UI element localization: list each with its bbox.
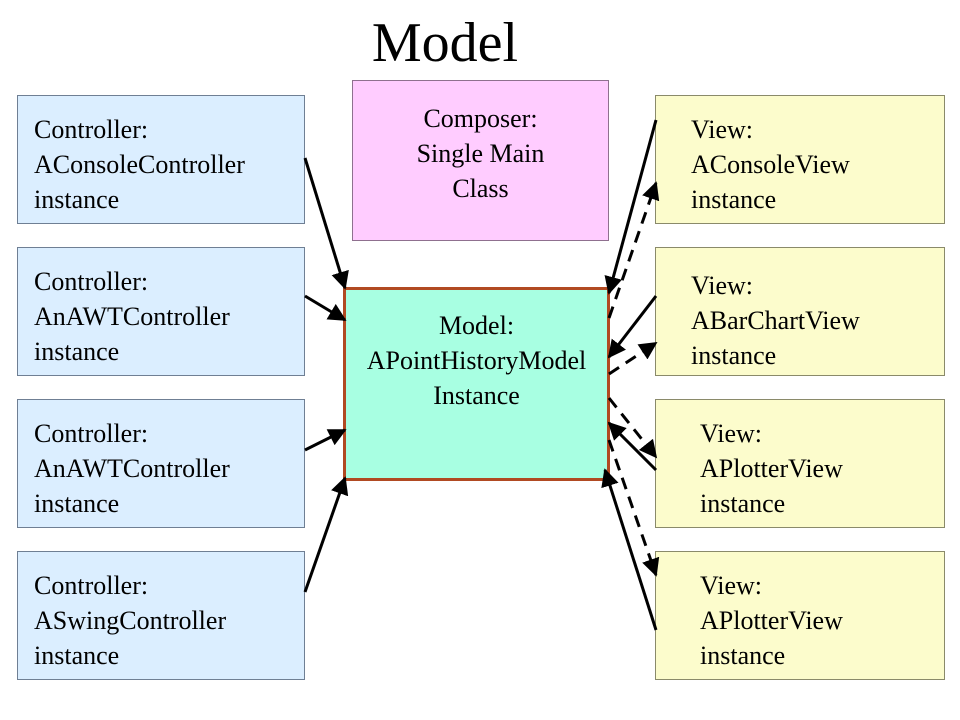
- controller-label-line-1: Controller:: [34, 419, 149, 448]
- view-label-line-1: View:: [691, 115, 753, 144]
- controller-to-model-arrow: [304, 428, 347, 452]
- controller-label-line-2: AnAWTController: [34, 302, 230, 331]
- controller-label-line-1: Controller:: [34, 571, 149, 600]
- controller-label-line-1: Controller:: [34, 267, 149, 296]
- diagram-title: Model: [371, 12, 519, 74]
- model-label-line-2: APointHistoryModel: [366, 346, 587, 375]
- controller-label-line-3: instance: [34, 185, 120, 214]
- model-to-view-notify-arrow: [607, 181, 660, 319]
- view-label-line-2: ABarChartView: [691, 306, 860, 335]
- controller-label-line-3: instance: [34, 489, 120, 518]
- composer-label-line-2: Single Main: [416, 139, 545, 168]
- model-label-line-3: Instance: [433, 381, 520, 410]
- controller-label-line-2: AnAWTController: [34, 454, 230, 483]
- controller-label-line-2: ASwingController: [34, 606, 227, 635]
- view-box-barchart: View: ABarChartView instance: [655, 247, 945, 376]
- view-label-line-1: View:: [691, 271, 753, 300]
- view-label-line-1: View:: [700, 571, 762, 600]
- controller-box-awt-1: Controller: AnAWTController instance: [17, 247, 305, 376]
- controller-box-awt-2: Controller: AnAWTController instance: [17, 399, 305, 528]
- controller-label-line-3: instance: [34, 641, 120, 670]
- view-label-line-3: instance: [700, 489, 786, 518]
- controller-label-line-2: AConsoleController: [34, 150, 245, 179]
- view-box-console: View: AConsoleView instance: [655, 95, 945, 224]
- composer-label-line-3: Class: [452, 174, 509, 203]
- controller-box-swing: Controller: ASwingController instance: [17, 551, 305, 680]
- model-label-line-1: Model:: [438, 311, 515, 340]
- view-to-model-arrow: [607, 421, 658, 472]
- view-label-line-2: APlotterView: [700, 454, 843, 483]
- view-box-plotter-1: View: APlotterView instance: [655, 399, 945, 528]
- model-box: Model: APointHistoryModel Instance: [343, 287, 610, 481]
- composer-label-line-1: Composer:: [423, 104, 538, 133]
- composer-box: Composer: Single Main Class: [352, 80, 609, 241]
- view-label-line-3: instance: [691, 185, 777, 214]
- controller-to-model-arrow: [303, 157, 349, 290]
- model-to-view-notify-arrow: [608, 341, 658, 376]
- view-box-plotter-2: View: APlotterView instance: [655, 551, 945, 680]
- controller-box-console: Controller: AConsoleController instance: [17, 95, 305, 224]
- model-to-view-notify-arrow: [607, 397, 658, 459]
- controller-label-line-1: Controller:: [34, 115, 149, 144]
- view-label-line-3: instance: [691, 341, 777, 370]
- controller-label-line-3: instance: [34, 337, 120, 366]
- view-label-line-3: instance: [700, 641, 786, 670]
- view-to-model-arrow: [601, 468, 658, 631]
- controller-to-model-arrow: [303, 476, 349, 593]
- model-to-view-notify-arrow: [607, 439, 660, 577]
- view-label-line-2: AConsoleView: [691, 150, 850, 179]
- view-to-model-arrow: [607, 295, 658, 359]
- view-label-line-1: View:: [700, 419, 762, 448]
- view-to-model-arrow: [604, 119, 658, 295]
- view-label-line-2: APlotterView: [700, 606, 843, 635]
- controller-to-model-arrow: [304, 294, 347, 322]
